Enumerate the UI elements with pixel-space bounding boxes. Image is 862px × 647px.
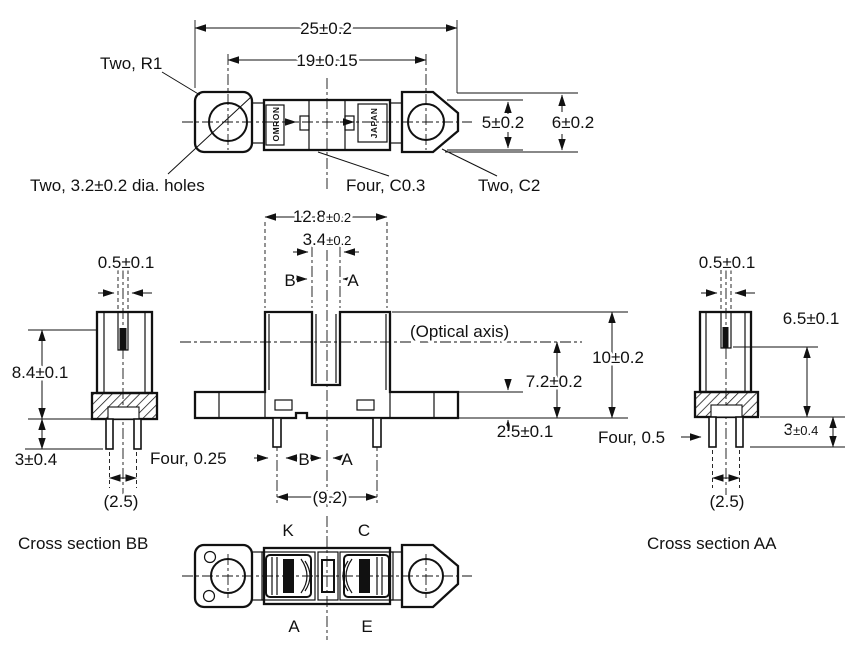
dim-body-width-label: 12.8±0.2 xyxy=(293,207,351,226)
terminal-k-label: K xyxy=(282,521,294,540)
bottom-left-hole xyxy=(210,558,246,594)
dim-pin-pitch-label: (2.5) xyxy=(104,492,139,511)
section-aa-element xyxy=(722,327,729,348)
slot-aperture xyxy=(321,559,335,593)
pin-thickness-label: Four, 0.25 xyxy=(150,449,227,468)
dim-slit-width-label: 0.5±0.1 xyxy=(699,253,756,272)
dim-hole-pitch-label: 19±0.15 xyxy=(296,51,357,70)
section-bb-pin-left xyxy=(105,418,114,450)
origin-marking-text: JAPAN xyxy=(369,108,379,139)
dim-body-width-label: 5±0.2 xyxy=(482,113,524,132)
top-view: 25±0.2 19±0.15 5±0.2 6±0.2 Two, R1 Two, … xyxy=(28,17,597,198)
receiver-lens-arc-inner xyxy=(342,560,349,592)
section-aa-base-notch xyxy=(710,404,743,418)
dim-pin-pitch-label: (2.5) xyxy=(710,492,745,511)
section-a-label-top: A xyxy=(347,271,359,290)
dim-total-height-label: 10±0.2 xyxy=(592,348,644,367)
section-aa-caption: Cross section AA xyxy=(647,534,777,553)
emitter-package xyxy=(265,554,312,598)
dim-slit-depth-label: 6.5±0.1 xyxy=(783,309,840,328)
emitter-chip xyxy=(283,559,294,593)
left-mounting-hole xyxy=(208,102,248,142)
dim-flange-thickness-label: 2.5±0.1 xyxy=(497,422,554,441)
dim-pin-length-label: 3±0.4 xyxy=(784,420,819,439)
emitter-lens-arc-outer xyxy=(300,558,308,594)
dim-optical-axis-height-label: 7.2±0.2 xyxy=(526,372,583,391)
right-mounting-tab xyxy=(400,90,460,154)
dim-case-height-label: 8.4±0.1 xyxy=(12,363,69,382)
dim-pin-row-span-label: (9.2) xyxy=(313,488,348,507)
section-bb-caption: Cross section BB xyxy=(18,534,148,553)
leader-mounting-holes xyxy=(167,96,252,175)
leader-corner-radius xyxy=(161,71,201,96)
front-pin-left xyxy=(272,417,282,448)
bottom-right-tab xyxy=(400,543,460,609)
front-view: 12.8±0.2 3.4±0.2 B A (Optical axis) 10±0… xyxy=(148,205,646,510)
leader-chamfer-c03 xyxy=(317,151,390,177)
emitter-lens-arc-inner xyxy=(304,560,311,592)
mounting-holes-label: Two, 3.2±0.2 dia. holes xyxy=(30,176,205,195)
front-pin-right xyxy=(372,417,382,448)
bottom-small-hole-lower xyxy=(202,589,216,603)
bottom-window-right xyxy=(356,399,375,411)
emitter-cavity xyxy=(261,551,316,601)
section-b-label-bottom: B xyxy=(298,450,309,469)
pin-width-label: Four, 0.5 xyxy=(598,428,665,447)
corner-radius-label: Two, R1 xyxy=(100,54,162,73)
leader-chamfer-c2 xyxy=(441,148,498,177)
cross-section-bb: 0.5±0.1 8.4±0.1 3±0.4 (2.5) Cross sectio… xyxy=(9,251,159,556)
dim-slot-width-label: 3.4±0.2 xyxy=(303,230,352,249)
bottom-right-hole xyxy=(408,558,444,594)
receiver-lens-arc-outer xyxy=(345,558,353,594)
receiver-package xyxy=(343,554,390,598)
section-b-label-top: B xyxy=(284,271,295,290)
bottom-view: K C A E xyxy=(182,516,472,640)
emitter-marking-box xyxy=(265,104,285,146)
section-bb-base-notch xyxy=(107,406,140,420)
bottom-window-left xyxy=(274,399,293,411)
terminal-a-label: A xyxy=(288,617,300,636)
dim-overall-width-label: 6±0.2 xyxy=(552,113,594,132)
dim-slit-width-label: 0.5±0.1 xyxy=(98,253,155,272)
chamfer-c03-label: Four, C0.3 xyxy=(346,176,425,195)
optical-axis-label: (Optical axis) xyxy=(410,322,509,341)
dim-pin-length-label: 3±0.4 xyxy=(15,450,57,469)
dim-overall-length-label: 25±0.2 xyxy=(300,19,352,38)
slot-block xyxy=(317,551,339,601)
receiver-marking-box xyxy=(357,103,388,143)
terminal-c-label: C xyxy=(358,521,370,540)
cross-section-aa: 0.5±0.1 6.5±0.1 3±0.4 Four, 0.5 (2.5) Cr… xyxy=(596,251,845,556)
brand-marking-text: OMRON xyxy=(271,106,281,141)
terminal-e-label: E xyxy=(361,617,372,636)
section-bb-pin-right xyxy=(133,418,142,450)
receiver-cavity xyxy=(339,551,394,601)
chamfer-c2-label: Two, C2 xyxy=(478,176,540,195)
bottom-small-hole-upper xyxy=(203,550,217,564)
section-aa-pin-left xyxy=(708,416,717,448)
section-bb-element xyxy=(119,328,127,350)
right-mounting-hole xyxy=(407,103,445,141)
section-a-label-bottom: A xyxy=(341,450,353,469)
receiver-chip xyxy=(359,559,370,593)
section-aa-pin-right xyxy=(735,416,744,448)
slot-tab-left xyxy=(299,115,310,131)
